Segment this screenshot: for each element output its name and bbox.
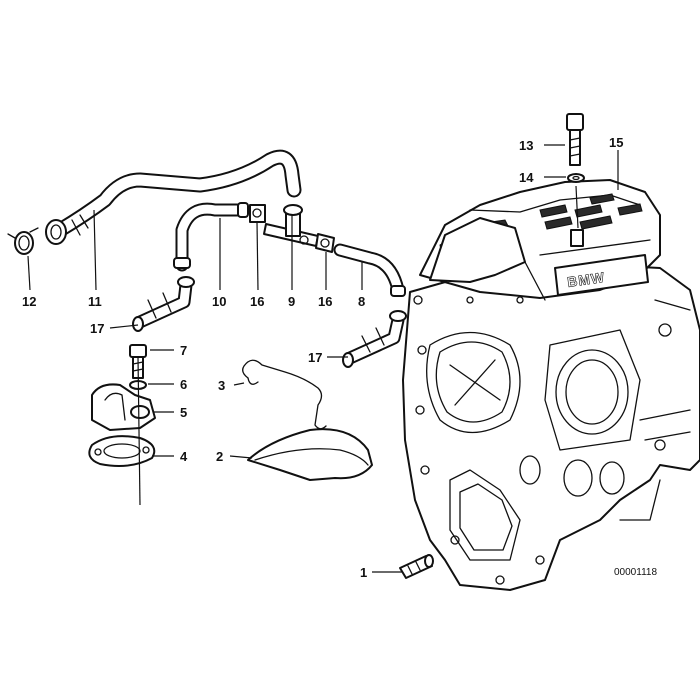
connector-16-right [315,233,335,253]
bolt-axis-line [575,185,579,229]
cover-bolt-boss [570,229,584,247]
cover-plate-2 [247,428,373,481]
callout-10: 10 [212,294,226,309]
t-piece-9 [263,204,319,247]
dowel-pin-1 [399,554,434,579]
callout-labels: 13 14 15 12 11 10 16 9 16 8 17 17 7 6 5 … [22,135,623,580]
leader-lines [27,144,619,573]
callout-16-left: 16 [250,294,264,309]
hose-8 [333,243,406,297]
vent-pipe-17-right [342,310,407,368]
callout-11: 11 [88,294,102,309]
callout-16-right: 16 [318,294,332,309]
connector-16-left [249,204,266,223]
washer-14 [567,173,585,183]
vent-pipe-17-left [132,276,195,332]
callout-17-left: 17 [90,321,104,336]
gasket-4 [88,435,156,467]
logo-plate [554,254,649,296]
callout-6: 6 [180,377,187,392]
clamp-12 [7,227,39,255]
callout-3: 3 [218,378,225,393]
callout-17-right: 17 [308,350,322,365]
valve-cover: BMW [419,179,661,301]
callout-14: 14 [519,170,534,185]
callout-9: 9 [288,294,295,309]
hose-11 [45,149,302,245]
spring-clip-3 [242,359,327,430]
bolt-7 [129,344,147,379]
callout-15: 15 [609,135,623,150]
bolt-13 [566,113,584,166]
hose-10 [173,202,249,272]
logo-text: BMW [566,269,606,290]
callout-4: 4 [180,449,188,464]
callout-1: 1 [360,565,367,580]
reference-number: 00001118 [614,567,657,578]
callout-7: 7 [180,343,187,358]
housing-5 [91,383,156,431]
cover-ribs [539,193,643,230]
engine-block [402,264,700,591]
callout-13: 13 [519,138,533,153]
callout-12: 12 [22,294,36,309]
bolt7-axis-line [137,356,141,506]
callout-8: 8 [358,294,365,309]
callout-2: 2 [216,449,223,464]
callout-5: 5 [180,405,187,420]
